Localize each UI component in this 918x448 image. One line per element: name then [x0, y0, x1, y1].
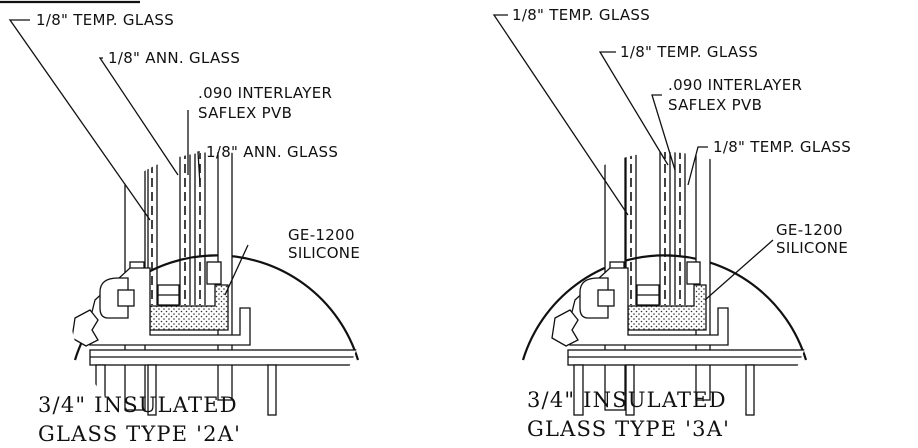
label-outer-glass: 1/8" TEMP. GLASS [512, 6, 650, 24]
caption-line-2: GLASS TYPE '2A' [38, 422, 241, 446]
caption-line-1: 3/4" INSULATED [527, 388, 727, 412]
detail-type-3a: 1/8" TEMP. GLASS 1/8" TEMP. GLASS .090 I… [492, 6, 851, 441]
caption-line-2: GLASS TYPE '3A' [527, 417, 730, 441]
label-outer-glass: 1/8" TEMP. GLASS [36, 11, 174, 29]
label-sealant: GE-1200 [288, 226, 355, 244]
section-geometry [551, 152, 813, 416]
label-middle-glass: 1/8" ANN. GLASS [108, 49, 240, 67]
label-sealant: GE-1200 [776, 221, 843, 239]
label-inner-glass: 1/8" TEMP. GLASS [713, 138, 851, 156]
label-inner-glass: 1/8" ANN. GLASS [206, 143, 338, 161]
label-middle-glass: 1/8" TEMP. GLASS [620, 43, 758, 61]
label-interlayer: .090 INTERLAYER [198, 84, 332, 102]
label-sealant-type: SILICONE [776, 239, 848, 257]
label-sealant-type: SILICONE [288, 244, 360, 262]
label-interlayer-material: SAFLEX PVB [198, 104, 292, 122]
label-interlayer: .090 INTERLAYER [668, 76, 802, 94]
detail-type-2a: 1/8" TEMP. GLASS 1/8" ANN. GLASS .090 IN… [8, 11, 361, 446]
label-interlayer-material: SAFLEX PVB [668, 96, 762, 114]
section-geometry [71, 152, 361, 416]
caption-line-1: 3/4" INSULATED [38, 393, 238, 417]
